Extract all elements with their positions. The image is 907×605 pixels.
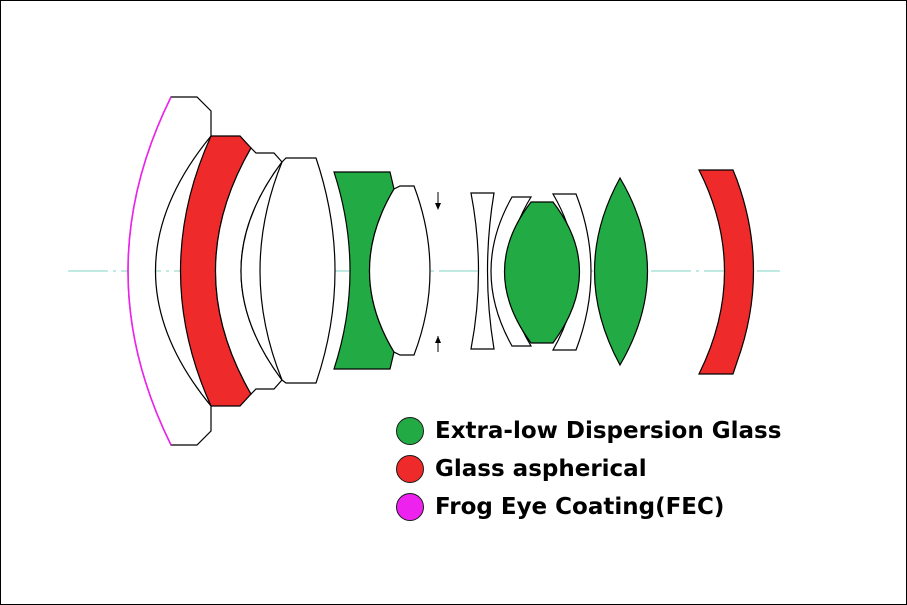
legend-item-aspherical: Glass aspherical [396, 450, 781, 488]
aspherical-swatch [396, 455, 424, 483]
legend-label-fec: Frog Eye Coating(FEC) [435, 494, 725, 520]
legend-item-ed-glass: Extra-low Dispersion Glass [396, 412, 781, 450]
lens-element-11-ed [594, 176, 648, 367]
fec-coating [127, 96, 172, 446]
fec-swatch [396, 493, 424, 521]
lens-element-4 [240, 157, 336, 384]
element-4-inner-surface [259, 161, 283, 381]
lens-element-9-ed [504, 201, 580, 344]
ed-glass-swatch [396, 417, 424, 445]
aperture-stop-top-arrow [435, 192, 441, 210]
aperture-stop-bottom-arrow [435, 336, 441, 352]
lens-element-12-aspherical [698, 169, 755, 375]
legend: Extra-low Dispersion Glass Glass aspheri… [396, 412, 781, 526]
legend-label-aspherical: Glass aspherical [435, 456, 647, 482]
lens-element-6 [368, 185, 431, 356]
legend-label-ed-glass: Extra-low Dispersion Glass [435, 418, 782, 444]
legend-item-fec: Frog Eye Coating(FEC) [396, 488, 781, 526]
lens-element-7 [470, 192, 495, 350]
